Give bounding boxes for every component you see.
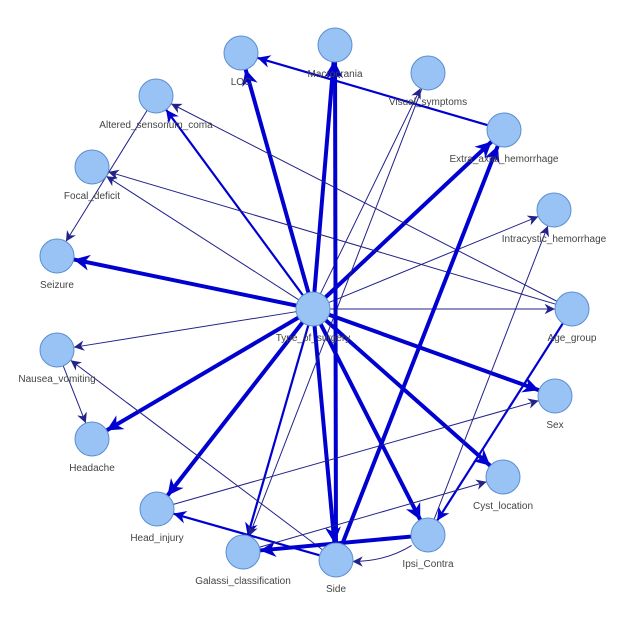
edge-Type_of_surgery-to-Extra_axial_hemorrhage — [324, 140, 493, 299]
node-label: Galassi_classification — [195, 576, 291, 587]
edge-Type_of_surgery-to-Side — [312, 325, 341, 544]
node-circle[interactable] — [138, 78, 174, 114]
edge-Galassi_classification-to-Cyst_location — [259, 479, 487, 548]
node-Side[interactable]: Side — [318, 542, 354, 595]
edge-Type_of_surgery-to-Intracystic_hemorrhage — [328, 215, 539, 304]
node-label: Headache — [69, 463, 115, 474]
edge-Side-to-Nausea_vomiting — [70, 359, 323, 551]
node-Intracystic_hemorrhage[interactable]: Intracystic_hemorrhage — [502, 192, 607, 245]
edge-Type_of_surgery-to-Seizure — [73, 254, 297, 308]
node-circle[interactable] — [225, 534, 261, 570]
node-label: Altered_sensorium_coma — [99, 120, 213, 131]
edge-Side-to-Macrocrania — [327, 61, 344, 544]
node-label: Side — [326, 584, 346, 595]
edge-Type_of_surgery-to-Macrocrania — [312, 61, 341, 293]
node-Seizure[interactable]: Seizure — [39, 238, 75, 291]
node-circle[interactable] — [485, 459, 521, 495]
node-circle[interactable] — [410, 517, 446, 553]
edge-Type_of_surgery-to-LOC — [242, 68, 311, 294]
node-Galassi_classification[interactable]: Galassi_classification — [195, 534, 291, 587]
node-Macrocrania[interactable]: Macrocrania — [307, 27, 363, 80]
edge-Nausea_vomiting-to-Headache — [62, 365, 87, 424]
node-LOC[interactable]: LOC — [223, 35, 259, 88]
node-circle[interactable] — [139, 491, 175, 527]
node-Headache[interactable]: Headache — [69, 421, 115, 474]
node-circle[interactable] — [39, 332, 75, 368]
node-circle[interactable] — [537, 378, 573, 414]
edge-Side-to-Extra_axial_hemorrhage — [340, 145, 500, 545]
node-circle[interactable] — [318, 542, 354, 578]
edge-Ipsi_Contra-to-Side — [352, 545, 412, 567]
node-label: Focal_deficit — [64, 191, 120, 202]
edge-Ipsi_Contra-to-Intracystic_hemorrhage — [433, 225, 549, 520]
node-label: Extra_axial_hemorrhage — [450, 154, 559, 165]
node-circle[interactable] — [74, 421, 110, 457]
node-Extra_axial_hemorrhage[interactable]: Extra_axial_hemorrhage — [450, 112, 559, 165]
node-Ipsi_Contra[interactable]: Ipsi_Contra — [402, 517, 454, 570]
node-label: Nausea_vomiting — [18, 374, 95, 385]
nodes-layer: LOC MacrocraniaVisual_symptomsAltered_sen… — [18, 27, 607, 595]
edge-Age_group-to-Ipsi_Contra — [436, 322, 564, 522]
node-label: Visual_symptoms — [389, 97, 467, 108]
node-label: Age_group — [548, 333, 597, 344]
edge-Head_injury-to-Sex — [173, 398, 539, 505]
node-Nausea_vomiting[interactable]: Nausea_vomiting — [18, 332, 96, 385]
node-label: Type_of_surgery — [276, 333, 351, 344]
node-label: Ipsi_Contra — [402, 559, 454, 570]
edge-Extra_axial_hemorrhage-to-LOC — [257, 55, 488, 127]
node-circle[interactable] — [74, 149, 110, 185]
node-Focal_deficit[interactable]: Focal_deficit — [64, 149, 120, 202]
node-Cyst_location[interactable]: Cyst_location — [473, 459, 533, 512]
node-Visual_symptoms[interactable]: Visual_symptoms — [389, 55, 467, 108]
edge-Age_group-to-Altered_sensorium_coma — [170, 103, 558, 302]
node-label: Seizure — [40, 280, 74, 291]
node-circle[interactable] — [39, 238, 75, 274]
edge-Type_of_surgery-to-Head_injury — [165, 321, 305, 497]
node-Type_of_surgery[interactable]: Type_of_surgery — [276, 291, 351, 344]
node-circle[interactable] — [486, 112, 522, 148]
edge-Type_of_surgery-to-Nausea_vomiting — [73, 311, 297, 351]
node-Altered_sensorium_coma[interactable]: Altered_sensorium_coma — [99, 78, 213, 131]
edges-layer — [62, 55, 564, 567]
node-label: Intracystic_hemorrhage — [502, 234, 607, 245]
node-circle[interactable] — [223, 35, 259, 71]
node-circle[interactable] — [536, 192, 572, 228]
edge-Type_of_surgery-to-Focal_deficit — [106, 175, 299, 301]
node-label: Cyst_location — [473, 501, 533, 512]
node-label: Head_injury — [130, 533, 183, 544]
node-label: LOC — [231, 77, 252, 88]
node-circle[interactable] — [317, 27, 353, 63]
edge-Age_group-to-Focal_deficit — [108, 169, 556, 305]
node-Sex[interactable]: Sex — [537, 378, 573, 431]
node-Head_injury[interactable]: Head_injury — [130, 491, 184, 544]
node-circle[interactable] — [410, 55, 446, 91]
edge-Type_of_surgery-to-Headache — [105, 315, 300, 433]
edge-Type_of_surgery-to-Altered_sensorium_coma — [165, 109, 304, 296]
node-circle[interactable] — [554, 291, 590, 327]
node-Age_group[interactable]: Age_group — [548, 291, 597, 344]
edge-Type_of_surgery-to-Sex — [328, 312, 540, 393]
node-label: Macrocrania — [307, 69, 362, 80]
node-circle[interactable] — [295, 291, 331, 327]
node-label: Sex — [546, 420, 563, 431]
edge-Type_of_surgery-to-Cyst_location — [324, 318, 492, 468]
